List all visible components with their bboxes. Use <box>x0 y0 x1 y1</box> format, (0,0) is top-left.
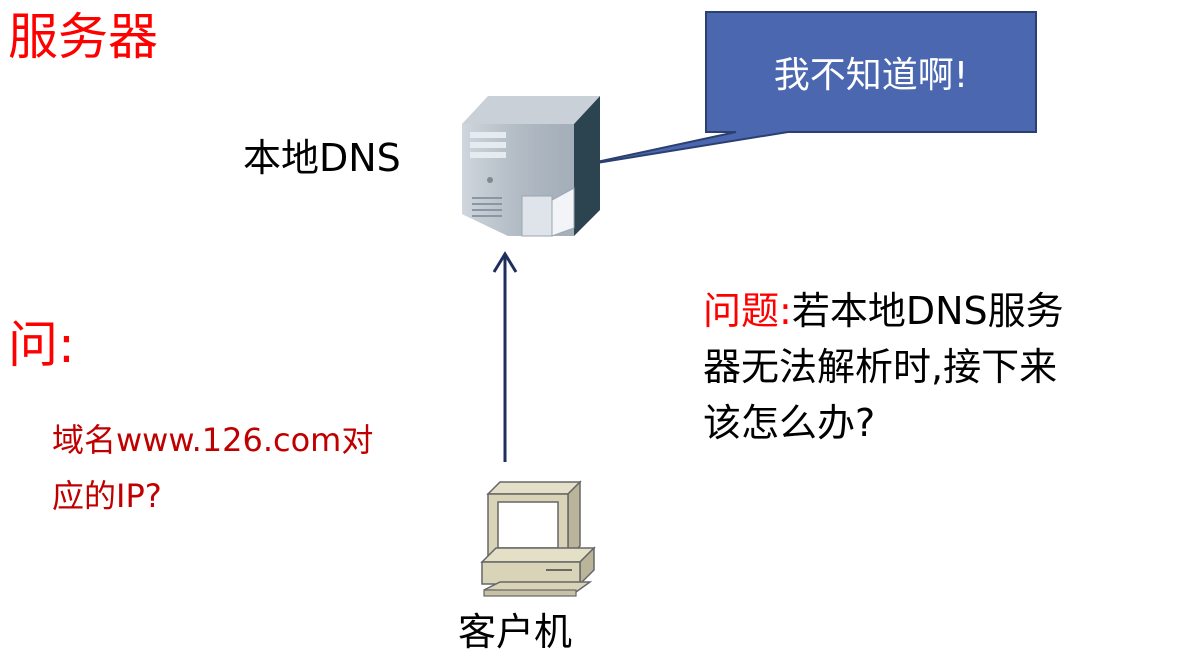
page-title: 服务器 <box>8 8 158 66</box>
question-text: 域名www.126.com对 应的IP? <box>52 412 452 524</box>
question-line: 域名www.126.com对 <box>52 421 374 459</box>
server-label: 本地DNS <box>243 136 401 180</box>
speech-callout <box>577 11 1037 167</box>
problem-line-1: 问题:若本地DNS服务 <box>703 283 1181 339</box>
problem-heading: 问题: <box>703 289 792 333</box>
callout-text: 我不知道啊! <box>773 55 969 96</box>
desktop-computer-icon <box>480 480 596 597</box>
question-heading: 问: <box>8 316 75 374</box>
problem-statement: 问题:若本地DNS服务 器无法解析时,接下来 该怎么办? <box>703 283 1181 451</box>
client-label: 客户机 <box>458 610 573 654</box>
query-arrow <box>492 251 518 462</box>
problem-line: 该怎么办? <box>703 401 876 445</box>
server-tower-icon <box>462 96 600 237</box>
problem-line: 器无法解析时,接下来 <box>703 345 1058 389</box>
question-line: 应的IP? <box>52 477 162 515</box>
problem-line: 若本地DNS服务 <box>791 289 1064 333</box>
